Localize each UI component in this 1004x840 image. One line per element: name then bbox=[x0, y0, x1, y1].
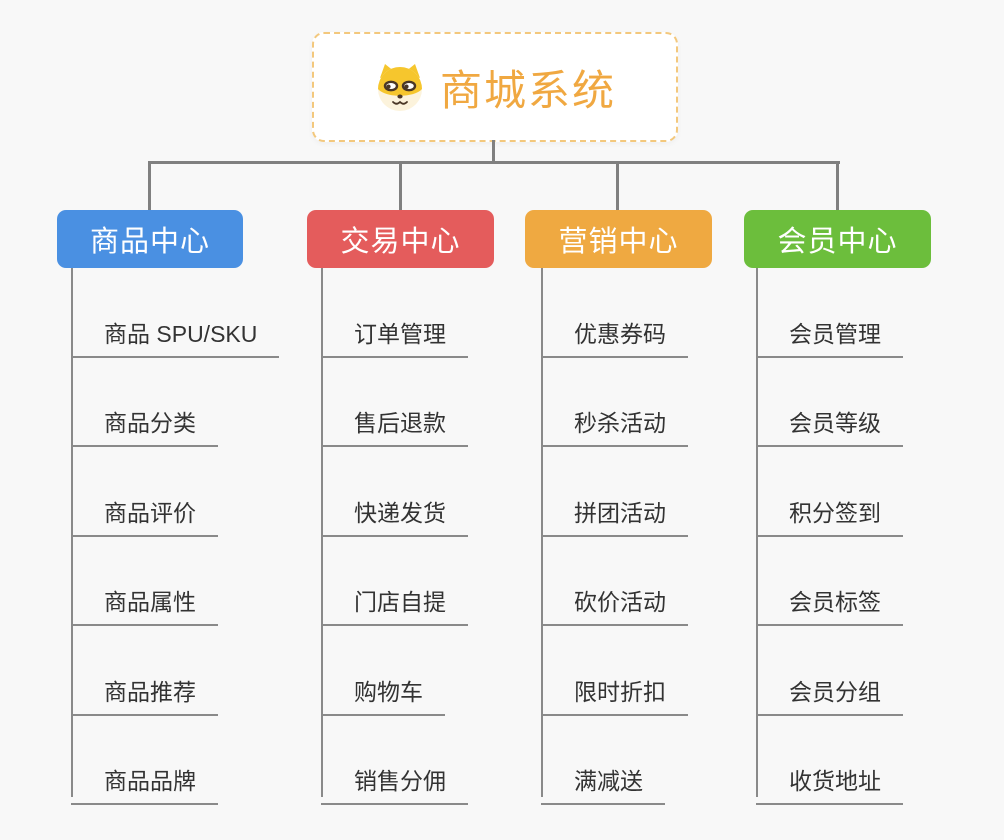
connector-stub-branch-2 bbox=[399, 161, 402, 211]
leaf-node[interactable]: 商品推荐 bbox=[71, 673, 218, 716]
connector-root-stub bbox=[492, 140, 495, 163]
connector-horizontal-line bbox=[148, 161, 840, 164]
leaf-node[interactable]: 优惠券码 bbox=[541, 315, 688, 358]
branch-column-1: 商品 SPU/SKU 商品分类商品评价商品属性商品推荐商品品牌 bbox=[71, 268, 321, 805]
leaf-row: 商品品牌 bbox=[71, 716, 321, 805]
branch-node-2[interactable]: 交易中心 bbox=[307, 210, 494, 268]
leaf-row: 商品 SPU/SKU bbox=[71, 268, 321, 358]
leaf-row: 购物车 bbox=[321, 626, 571, 716]
root-node-title: 商城系统 bbox=[439, 66, 616, 114]
leaf-node[interactable]: 商品品牌 bbox=[71, 762, 218, 805]
leaf-node[interactable]: 秒杀活动 bbox=[541, 404, 688, 447]
leaf-node[interactable]: 会员标签 bbox=[756, 583, 903, 626]
leaf-node[interactable]: 商品分类 bbox=[71, 404, 218, 447]
connector-stub-branch-1 bbox=[148, 161, 151, 211]
leaf-row: 商品属性 bbox=[71, 537, 321, 626]
connector-stub-branch-3 bbox=[616, 161, 619, 211]
leaf-node[interactable]: 会员等级 bbox=[756, 404, 903, 447]
shiba-dog-icon bbox=[377, 64, 422, 111]
leaf-row: 满减送 bbox=[541, 716, 791, 805]
leaf-node[interactable]: 销售分佣 bbox=[321, 762, 468, 805]
column-vertical-line bbox=[541, 268, 543, 797]
leaf-node[interactable]: 商品 SPU/SKU bbox=[71, 315, 280, 358]
connector-stub-branch-4 bbox=[836, 161, 839, 211]
leaf-node[interactable]: 订单管理 bbox=[321, 315, 468, 358]
leaf-row: 会员等级 bbox=[756, 358, 1004, 447]
leaf-node[interactable]: 拼团活动 bbox=[541, 494, 688, 537]
leaf-row: 快递发货 bbox=[321, 447, 571, 537]
leaf-node[interactable]: 会员管理 bbox=[756, 315, 903, 358]
leaf-row: 商品分类 bbox=[71, 358, 321, 447]
leaf-node[interactable]: 收货地址 bbox=[756, 762, 903, 805]
leaf-node[interactable]: 限时折扣 bbox=[541, 673, 688, 716]
column-vertical-line bbox=[71, 268, 73, 797]
leaf-row: 商品推荐 bbox=[71, 626, 321, 716]
leaf-node[interactable]: 砍价活动 bbox=[541, 583, 688, 626]
leaf-node[interactable]: 会员分组 bbox=[756, 673, 903, 716]
leaf-row: 拼团活动 bbox=[541, 447, 791, 537]
branch-column-4: 会员管理会员等级积分签到会员标签会员分组收货地址 bbox=[756, 268, 1004, 805]
leaf-node[interactable]: 售后退款 bbox=[321, 404, 468, 447]
branch-node-3[interactable]: 营销中心 bbox=[525, 210, 712, 268]
column-vertical-line bbox=[756, 268, 758, 797]
leaf-row: 积分签到 bbox=[756, 447, 1004, 537]
leaf-row: 会员管理 bbox=[756, 268, 1004, 358]
leaf-node[interactable]: 购物车 bbox=[321, 673, 445, 716]
leaf-node[interactable]: 满减送 bbox=[541, 762, 665, 805]
leaf-node[interactable]: 积分签到 bbox=[756, 494, 903, 537]
branch-node-4[interactable]: 会员中心 bbox=[744, 210, 931, 268]
column-vertical-line bbox=[321, 268, 323, 797]
leaf-row: 会员标签 bbox=[756, 537, 1004, 626]
branch-node-1[interactable]: 商品中心 bbox=[57, 210, 243, 268]
leaf-row: 会员分组 bbox=[756, 626, 1004, 716]
leaf-node[interactable]: 商品评价 bbox=[71, 494, 218, 537]
leaf-row: 收货地址 bbox=[756, 716, 1004, 805]
leaf-row: 销售分佣 bbox=[321, 716, 571, 805]
leaf-node[interactable]: 商品属性 bbox=[71, 583, 218, 626]
leaf-row: 订单管理 bbox=[321, 268, 571, 358]
leaf-row: 商品评价 bbox=[71, 447, 321, 537]
leaf-row: 门店自提 bbox=[321, 537, 571, 626]
leaf-node[interactable]: 门店自提 bbox=[321, 583, 468, 626]
branch-column-2: 订单管理售后退款快递发货门店自提购物车销售分佣 bbox=[321, 268, 571, 805]
leaf-row: 秒杀活动 bbox=[541, 358, 791, 447]
branch-column-3: 优惠券码秒杀活动拼团活动砍价活动限时折扣满减送 bbox=[541, 268, 791, 805]
leaf-row: 优惠券码 bbox=[541, 268, 791, 358]
root-node[interactable]: 商城系统 bbox=[312, 32, 678, 142]
leaf-node[interactable]: 快递发货 bbox=[321, 494, 468, 537]
leaf-row: 砍价活动 bbox=[541, 537, 791, 626]
leaf-row: 限时折扣 bbox=[541, 626, 791, 716]
leaf-row: 售后退款 bbox=[321, 358, 571, 447]
